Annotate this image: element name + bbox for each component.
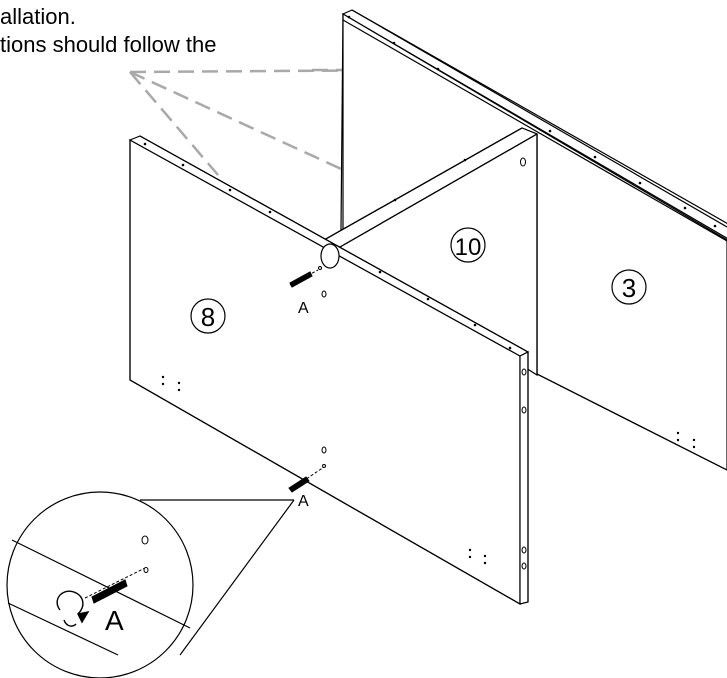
edge-dots bbox=[143, 15, 717, 350]
cam-hole-dots bbox=[161, 375, 696, 565]
panel-3-marker bbox=[611, 269, 647, 305]
detail-callout bbox=[6, 491, 295, 678]
panel-joint bbox=[320, 243, 340, 269]
panel-10-marker bbox=[450, 227, 486, 263]
screw-detail-icon bbox=[84, 535, 149, 604]
dowel-upper-icon bbox=[289, 266, 322, 288]
instruction-note-line-2: tions should follow the bbox=[0, 32, 217, 57]
panel-8-label: 8 bbox=[201, 302, 215, 332]
hardware-a-lower-label: A bbox=[298, 493, 309, 510]
dowel-lower-icon bbox=[288, 464, 326, 493]
hardware-a-detail-label: A bbox=[105, 605, 124, 636]
panel-3-label: 3 bbox=[622, 273, 636, 303]
instruction-note-line-1: allation. bbox=[0, 4, 76, 29]
hardware-labels: A A A bbox=[105, 300, 309, 636]
hardware-a-upper-label: A bbox=[298, 300, 309, 317]
panel-8-marker bbox=[190, 298, 226, 334]
panel-labels: 8 10 3 bbox=[190, 227, 647, 334]
rotate-arrow-icon bbox=[56, 590, 90, 627]
panel-10-label: 10 bbox=[455, 234, 482, 261]
